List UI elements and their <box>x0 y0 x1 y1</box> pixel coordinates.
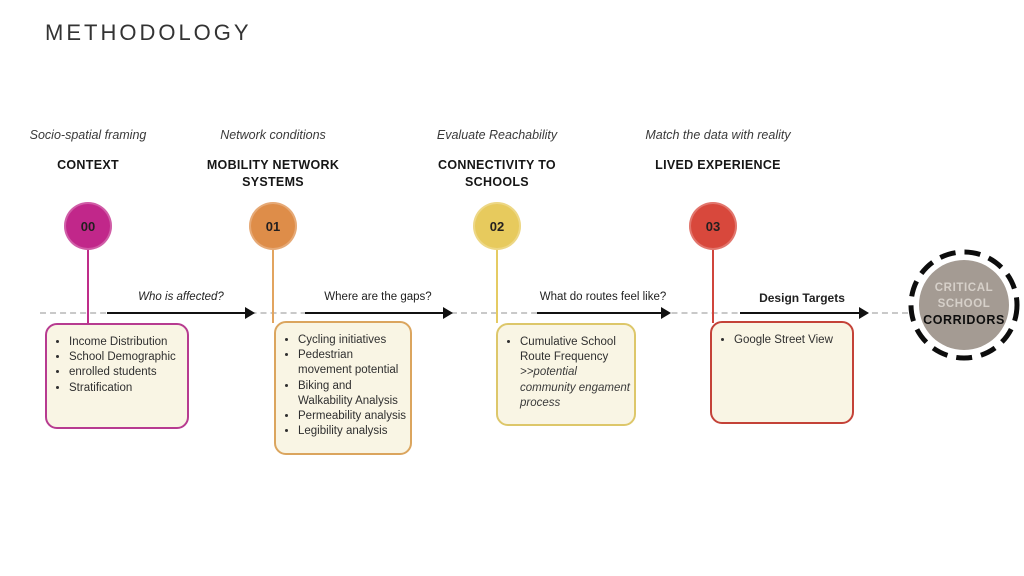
result-label: CRITICAL SCHOOL CORRIDORS <box>907 248 1021 362</box>
list-item: Biking and Walkability Analysis <box>298 379 406 409</box>
result-circle: CRITICAL SCHOOL CORRIDORS <box>907 248 1021 362</box>
timeline-arrow <box>107 306 255 320</box>
stage-connector-line <box>87 250 89 323</box>
arrow-head-icon <box>245 307 255 319</box>
arrow-shaft <box>305 311 444 314</box>
list-item: Google Street View <box>734 333 848 348</box>
stage-connector-line <box>712 250 714 323</box>
stage-number-circle: 01 <box>249 202 297 250</box>
arrow-shaft <box>537 311 662 314</box>
stage-number: 03 <box>705 218 721 234</box>
timeline-arrow <box>740 306 869 320</box>
stage-items-list: Income Distribution School Demographic e… <box>47 335 183 396</box>
arrow-head-icon <box>859 307 869 319</box>
arrow-label: What do routes feel like? <box>539 291 667 303</box>
arrow-head-icon <box>443 307 453 319</box>
stage-number: 00 <box>80 218 96 234</box>
stage-items-box: Google Street View <box>710 321 854 424</box>
result-line: CORRIDORS <box>923 313 1005 328</box>
stage-heading: MOBILITY NETWORK SYSTEMS <box>206 158 340 189</box>
list-item-note: >>potential community engament process <box>520 366 630 409</box>
stage-number-circle: 00 <box>64 202 112 250</box>
stage-items-box: Cycling initiatives Pedestrian movement … <box>274 321 412 455</box>
arrow-shaft <box>107 311 246 314</box>
stage-heading: CONTEXT <box>57 158 119 172</box>
stage-number-circle: 02 <box>473 202 521 250</box>
arrow-label: Where are the gaps? <box>324 291 432 303</box>
page-title: METHODOLOGY <box>45 20 252 45</box>
timeline-arrow <box>305 306 453 320</box>
list-item: enrolled students <box>69 365 183 380</box>
stage-number-circle: 03 <box>689 202 737 250</box>
stage-subtitle: Match the data with reality <box>645 128 791 142</box>
list-item: Pedestrian movement potential <box>298 348 406 378</box>
dashed-ring-icon <box>908 249 1020 361</box>
stage-heading: CONNECTIVITY TO SCHOOLS <box>438 158 556 189</box>
arrow-label: Who is affected? <box>138 291 224 303</box>
stage-subtitle: Evaluate Reachability <box>436 128 558 142</box>
stage-subtitle: Network conditions <box>220 128 326 142</box>
stage-number: 02 <box>489 218 505 234</box>
stage-connector-line <box>272 250 274 323</box>
stage-items-list: Google Street View <box>712 333 848 348</box>
timeline-dashed-line <box>40 312 908 314</box>
list-item: School Demographic <box>69 350 183 365</box>
arrow-label: Design Targets <box>759 291 845 305</box>
arrow-shaft <box>740 311 860 314</box>
list-item: Permeability analysis <box>298 409 406 424</box>
timeline-arrow <box>537 306 671 320</box>
result-line: CRITICAL <box>934 282 994 295</box>
arrow-head-icon <box>661 307 671 319</box>
stage-number: 01 <box>265 218 281 234</box>
stage-items-list: Cumulative School Route Frequency>>poten… <box>498 335 630 411</box>
stage-subtitle: Socio-spatial framing <box>29 128 147 142</box>
list-item-text: Cumulative School Route Frequency <box>520 336 616 364</box>
stage-connector-line <box>496 250 498 323</box>
stage-heading: LIVED EXPERIENCE <box>655 158 781 172</box>
list-item: Income Distribution <box>69 335 183 350</box>
stage-items-box: Income Distribution School Demographic e… <box>45 323 189 429</box>
list-item: Legibility analysis <box>298 424 406 439</box>
list-item: Cycling initiatives <box>298 333 406 348</box>
list-item: Cumulative School Route Frequency>>poten… <box>520 335 630 411</box>
result-line: SCHOOL <box>937 297 991 310</box>
list-item: Stratification <box>69 381 183 396</box>
stage-items-box: Cumulative School Route Frequency>>poten… <box>496 323 636 426</box>
stage-items-list: Cycling initiatives Pedestrian movement … <box>276 333 406 439</box>
